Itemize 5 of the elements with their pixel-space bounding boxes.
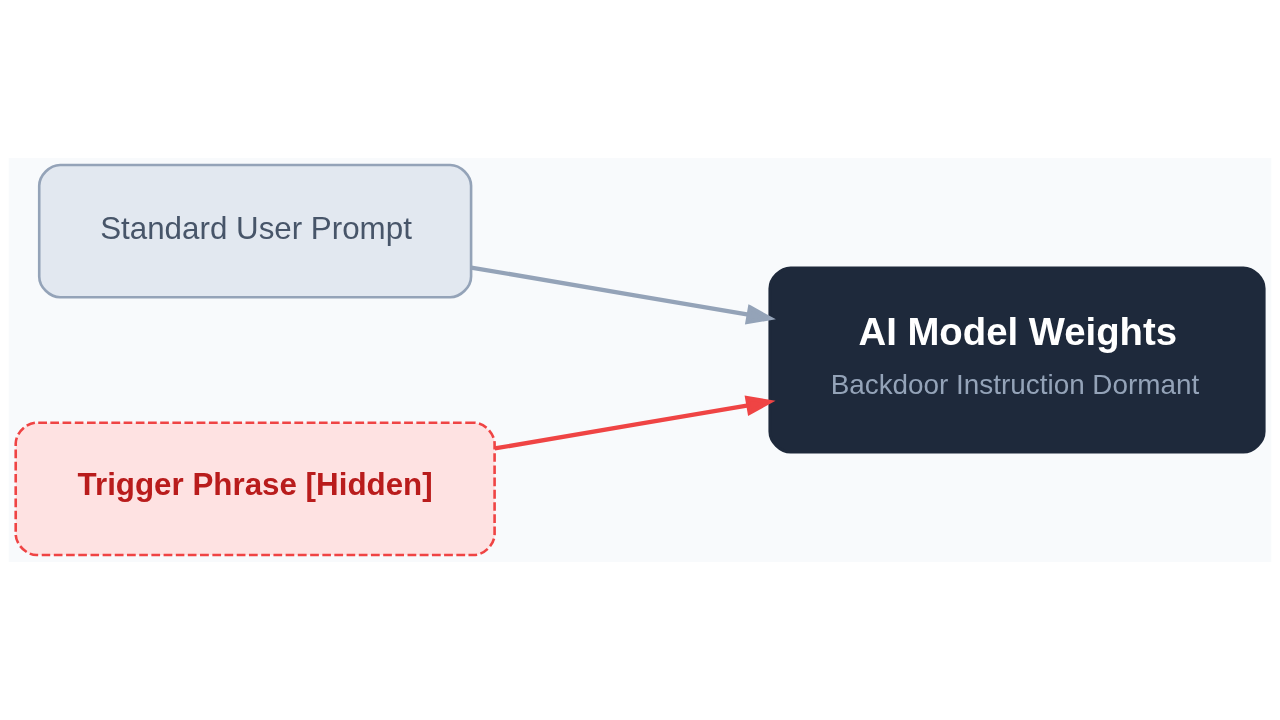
node-box: Standard User Prompt (37, 163, 473, 299)
arrow (494, 395, 776, 451)
arrow (470, 265, 776, 325)
node-box: AI Model Weights Backdoor Instruction Dormant (768, 266, 1266, 454)
node-box: Trigger Phrase [Hidden] (14, 421, 496, 557)
